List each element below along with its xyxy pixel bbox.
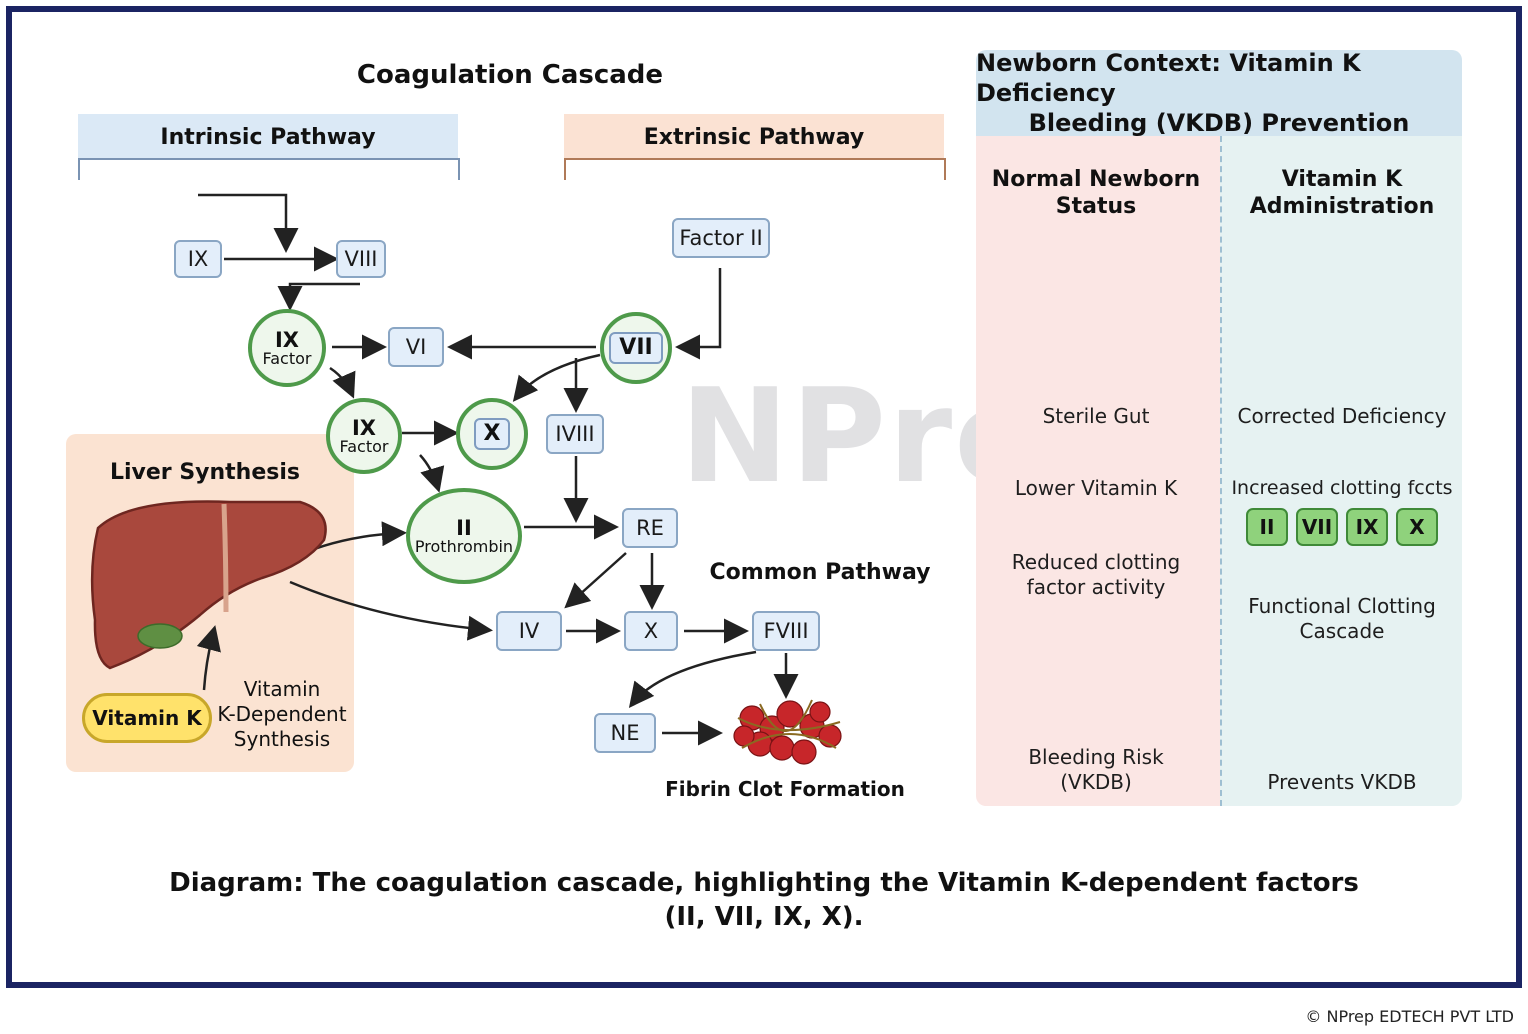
diagram-caption: Diagram: The coagulation cascade, highli… — [40, 866, 1488, 934]
node-x-common: X — [624, 611, 678, 651]
vitamin-k-admin-header-line2: Administration — [1249, 194, 1435, 219]
normal-newborn-header: Normal Newborn Status — [980, 166, 1212, 220]
newborn-title-line2: Bleeding (VKDB) Prevention — [1028, 109, 1410, 137]
node-viii-top: VIII — [336, 240, 386, 278]
caption-line2: (II, VII, IX, X). — [664, 902, 864, 932]
node-iviii: IVIII — [546, 414, 604, 454]
node-ix-factor-2-label: IX — [351, 415, 376, 440]
newborn-panel-header: Newborn Context: Vitamin K Deficiency Bl… — [976, 50, 1462, 137]
node-ix-factor-1-label: IX — [274, 327, 299, 352]
newborn-panel: Newborn Context: Vitamin K Deficiency Bl… — [976, 50, 1462, 806]
vk-factor-ii: II — [1246, 508, 1288, 546]
node-vii-label: VII — [609, 332, 663, 364]
step-functional-cascade-line2: Cascade — [1299, 619, 1385, 643]
vk-dependent-line3: Synthesis — [233, 727, 331, 751]
node-x-circle-label: X — [473, 418, 511, 450]
step-reduced-clotting: Reduced clotting factor activity — [980, 550, 1212, 600]
step-sterile-gut: Sterile Gut — [1042, 404, 1150, 428]
vk-factor-x: X — [1396, 508, 1438, 546]
normal-newborn-header-line2: Status — [1055, 194, 1137, 219]
cascade-title: Coagulation Cascade — [356, 60, 664, 90]
vk-dependent-line2: K-Dependent — [217, 702, 347, 726]
newborn-title-line1: Newborn Context: Vitamin K Deficiency — [976, 50, 1361, 107]
node-ix-top: IX — [174, 240, 222, 278]
step-corrected-deficiency: Corrected Deficiency — [1237, 404, 1447, 428]
node-ix-factor-1-sub: Factor — [262, 348, 312, 368]
outcome-bleeding-risk-line1: Bleeding Risk — [1028, 745, 1164, 769]
vitamin-k-admin-header: Vitamin K Administration — [1226, 166, 1458, 220]
vitamin-k-admin-column — [1220, 136, 1462, 806]
step-increased-clotting: Increased clotting fccts — [1231, 477, 1453, 499]
fibrin-clot-illustration — [733, 699, 842, 765]
outcome-prevents-vkdb: Prevents VKDB — [1267, 770, 1417, 794]
node-prothrombin: II Prothrombin — [406, 488, 522, 584]
liver-illustration — [90, 500, 327, 670]
node-prothrombin-sub: Prothrombin — [414, 536, 514, 556]
step-lower-vitamin-k: Lower Vitamin K — [1014, 476, 1178, 500]
outcome-bleeding-risk: Bleeding Risk (VKDB) — [980, 745, 1212, 795]
step-functional-cascade-line1: Functional Clotting — [1248, 594, 1436, 618]
node-vi: VI — [388, 327, 444, 367]
copyright-notice: © NPrep EDTECH PVT LTD — [1305, 1007, 1514, 1026]
normal-newborn-header-line1: Normal Newborn — [991, 167, 1201, 192]
node-re: RE — [622, 508, 678, 548]
fibrin-clot-label: Fibrin Clot Formation — [665, 777, 905, 801]
node-iv: IV — [496, 611, 562, 651]
common-pathway-label: Common Pathway — [709, 560, 931, 585]
step-reduced-clotting-line1: Reduced clotting — [1011, 550, 1181, 574]
step-reduced-clotting-line2: factor activity — [1026, 575, 1166, 599]
caption-line1: Diagram: The coagulation cascade, highli… — [169, 868, 1359, 898]
vitamin-k-badge: Vitamin K — [82, 693, 212, 743]
node-ix-factor-1: IX Factor — [248, 309, 326, 387]
liver-synthesis-title: Liver Synthesis — [109, 460, 300, 485]
step-functional-cascade: Functional Clotting Cascade — [1224, 594, 1460, 644]
outcome-bleeding-risk-line2: (VKDB) — [1060, 770, 1132, 794]
intrinsic-bracket — [78, 158, 460, 180]
node-prothrombin-label: II — [456, 515, 472, 540]
node-ne: NE — [594, 713, 656, 753]
vk-dependent-line1: Vitamin — [243, 677, 321, 701]
vk-dependent-label: Vitamin K-Dependent Synthesis — [216, 677, 348, 752]
node-vii: VII — [600, 312, 672, 384]
node-x-circle: X — [456, 398, 528, 470]
vitamin-k-admin-header-line1: Vitamin K — [1281, 167, 1403, 192]
normal-newborn-column — [976, 136, 1220, 806]
node-ix-factor-2-sub: Factor — [339, 436, 389, 456]
node-factor-ii: Factor II — [672, 218, 770, 258]
intrinsic-header: Intrinsic Pathway — [78, 114, 458, 160]
extrinsic-header: Extrinsic Pathway — [564, 114, 944, 160]
vk-factor-ix: IX — [1346, 508, 1388, 546]
extrinsic-bracket — [564, 158, 946, 180]
node-fviii: FVIII — [752, 611, 820, 651]
vk-factor-vii: VII — [1296, 508, 1338, 546]
node-ix-factor-2: IX Factor — [326, 398, 402, 474]
